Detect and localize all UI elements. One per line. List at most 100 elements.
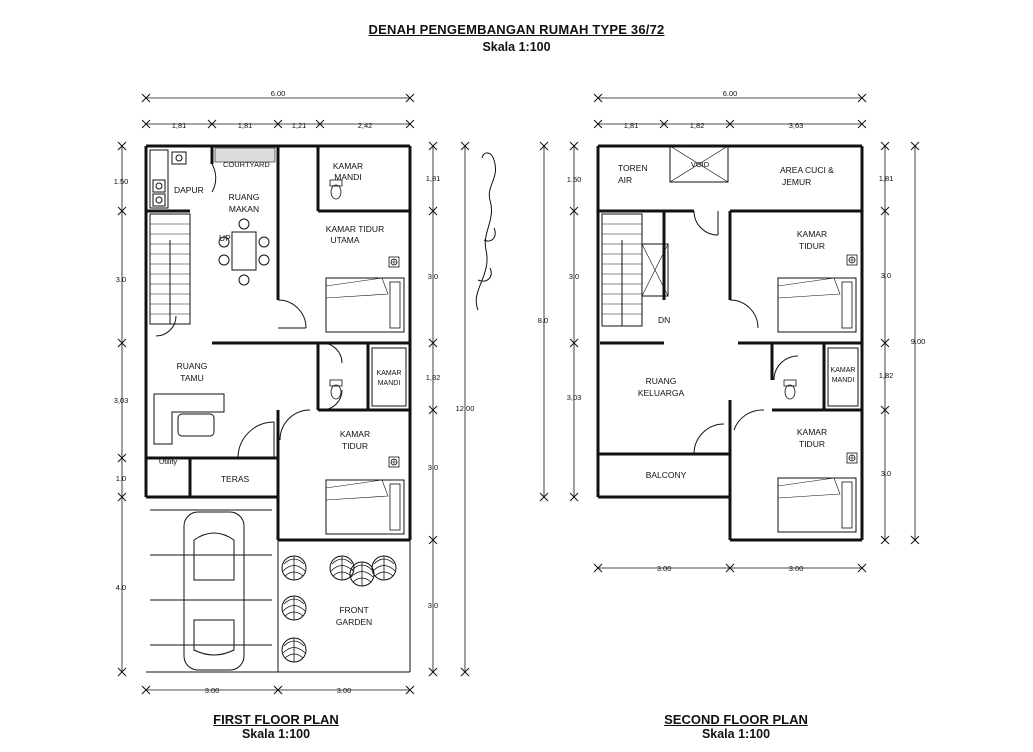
ff-dim-top-1: 1,81 xyxy=(238,121,253,130)
ff-dim-top-2: 1,21 xyxy=(292,121,307,130)
ff-label-kamar-tidur-1: KAMAR xyxy=(340,429,370,439)
ff-dim-left-0: 1.50 xyxy=(114,177,129,186)
ff-label-ruang-tamu-1: RUANG xyxy=(177,361,208,371)
sf-label-dn: DN xyxy=(658,315,670,325)
sf-left-dimensions: 8.0 1.50 3.0 3,03 xyxy=(538,141,582,502)
ff-dim-bottom-0: 3.00 xyxy=(205,686,220,695)
sf-dim-top-1: 1,82 xyxy=(690,121,705,130)
ff-label-kamar-mandi-1-1: KAMAR xyxy=(333,161,363,171)
sf-dim-bottom-0: 3.00 xyxy=(657,564,672,573)
ff-label-up: UP xyxy=(219,233,231,243)
ff-dim-top-3: 2,42 xyxy=(358,121,373,130)
ff-right-dimensions: 1,81 3.0 1,82 3.0 3.0 12.00 xyxy=(426,141,475,677)
sf-dim-right-1: 3.0 xyxy=(881,271,891,280)
ff-dim-right-3: 3.0 xyxy=(428,463,438,472)
ff-label-kamar-tidur-utama-2: UTAMA xyxy=(330,235,359,245)
sf-dim-right-2: 1,82 xyxy=(879,371,894,380)
sf-dim-left-1: 3.0 xyxy=(569,272,579,281)
ff-label-kamar-tidur-utama-1: KAMAR TIDUR xyxy=(326,224,384,234)
sf-label-balcony: BALCONY xyxy=(646,470,687,480)
ff-label-kamar-mandi-2-1: KAMAR xyxy=(377,370,402,377)
ff-left-dimensions: 1.50 3.0 3,03 1.0 4.0 xyxy=(114,141,129,677)
sf-label-kamar-tidur-a-1: KAMAR xyxy=(797,229,827,239)
ff-dim-top-0: 1,81 xyxy=(172,121,187,130)
first-floor-caption: FIRST FLOOR PLAN Skala 1:100 xyxy=(196,712,356,741)
sf-dim-right-3: 3.0 xyxy=(881,469,891,478)
sf-label-kamar-tidur-a-2: TIDUR xyxy=(799,241,825,251)
sf-room-labels: TOREN AIR VOID AREA CUCI & JEMUR KAMAR T… xyxy=(618,160,855,480)
sf-bottom-dimensions: 3.00 3.00 xyxy=(593,563,867,573)
drawing-title: DENAH PENGEMBANGAN RUMAH TYPE 36/72 xyxy=(368,22,665,37)
first-floor-caption-title: FIRST FLOOR PLAN xyxy=(213,712,339,727)
ff-label-kamar-tidur-2: TIDUR xyxy=(342,441,368,451)
first-floor-caption-scale: Skala 1:100 xyxy=(241,727,311,741)
ff-bottom-dimensions: 3.00 3.00 xyxy=(141,685,415,695)
sf-label-area-cuci-2: JEMUR xyxy=(782,177,811,187)
sf-dim-right-0: 1,81 xyxy=(879,174,894,183)
sf-dim-left-0: 1.50 xyxy=(567,175,582,184)
ff-label-ruang-makan-2: MAKAN xyxy=(229,204,259,214)
ff-dim-left-3: 1.0 xyxy=(116,474,126,483)
drawing-scale: Skala 1:100 xyxy=(482,40,551,54)
sf-dim-right-total: 9.00 xyxy=(911,337,926,346)
ff-dim-right-2: 1,82 xyxy=(426,373,441,382)
sf-dim-left-2: 3,03 xyxy=(567,393,582,402)
ff-walls xyxy=(144,144,412,673)
ff-dim-top-total: 6.00 xyxy=(271,89,286,98)
ff-label-kamar-mandi-1-2: MANDI xyxy=(334,172,361,182)
ff-dining-table xyxy=(218,218,270,286)
car-icon xyxy=(150,509,272,671)
ff-dim-left-1: 3.0 xyxy=(116,275,126,284)
ff-doors xyxy=(155,163,343,459)
ff-kitchen-fixtures xyxy=(149,149,187,209)
sf-label-toren-1: TOREN xyxy=(618,163,648,173)
ff-dim-right-1: 3.0 xyxy=(428,272,438,281)
sf-dim-top-total: 6.00 xyxy=(723,89,738,98)
second-floor-caption-scale: Skala 1:100 xyxy=(701,727,771,741)
ff-label-ruang-tamu-2: TAMU xyxy=(180,373,203,383)
ff-stairs xyxy=(149,213,191,325)
ff-label-courtyard: COURTYARD xyxy=(223,160,270,169)
ff-dim-bottom-1: 3.00 xyxy=(337,686,352,695)
ff-label-ruang-makan-1: RUANG xyxy=(229,192,260,202)
ff-dim-left-2: 3,03 xyxy=(114,396,129,405)
first-floor-plan: 6.00 1,81 1,81 1,21 2,42 1.50 3.0 3,03 1… xyxy=(114,89,475,695)
sf-label-kamar-tidur-b-1: KAMAR xyxy=(797,427,827,437)
sf-dim-top-0: 1,81 xyxy=(624,121,639,130)
sf-dim-top-2: 3,63 xyxy=(789,121,804,130)
sf-label-ruang-keluarga-1: RUANG xyxy=(646,376,677,386)
ff-living-sofa xyxy=(153,393,225,445)
sf-walls xyxy=(596,144,864,542)
sf-doors xyxy=(693,210,799,455)
second-floor-plan: 6.00 1,81 1,82 3,63 8.0 1.50 3.0 3,03 1,… xyxy=(538,89,926,573)
ff-label-kamar-mandi-2-2: MANDI xyxy=(378,380,401,387)
sf-top-dimensions: 6.00 1,81 1,82 3,63 xyxy=(593,89,867,130)
sf-right-dimensions: 1,81 3.0 1,82 3.0 9.00 xyxy=(879,141,926,545)
sf-label-kamar-tidur-b-2: TIDUR xyxy=(799,439,825,449)
sf-label-toren-2: AIR xyxy=(618,175,632,185)
ff-dim-right-0: 1,81 xyxy=(426,174,441,183)
sf-dim-bottom-1: 3.00 xyxy=(789,564,804,573)
ff-label-teras: TERAS xyxy=(221,474,250,484)
sf-dim-left-outer: 8.0 xyxy=(538,316,548,325)
sf-label-area-cuci-1: AREA CUCI & xyxy=(780,165,834,175)
ff-dim-right-total: 12.00 xyxy=(456,404,475,413)
ff-label-dapur: DAPUR xyxy=(174,185,204,195)
sf-stairs xyxy=(601,213,669,327)
second-floor-caption-title: SECOND FLOOR PLAN xyxy=(664,712,808,727)
ff-room-labels: DAPUR COURTYARD RUANG MAKAN KAMAR MANDI … xyxy=(159,160,402,627)
sf-bedroom-furniture xyxy=(777,254,859,533)
ff-bedroom-furniture xyxy=(325,179,407,535)
ff-label-utility: Utility xyxy=(159,457,178,466)
ff-dim-left-4: 4.0 xyxy=(116,583,126,592)
sf-label-void: VOID xyxy=(691,160,710,169)
ff-label-front-garden-2: GARDEN xyxy=(336,617,372,627)
ff-label-front-garden-1: FRONT xyxy=(339,605,368,615)
second-floor-caption: SECOND FLOOR PLAN Skala 1:100 xyxy=(646,712,826,741)
ff-dim-right-4: 3.0 xyxy=(428,601,438,610)
sf-label-ruang-keluarga-2: KELUARGA xyxy=(638,388,685,398)
ff-top-dimensions: 6.00 1,81 1,81 1,21 2,42 xyxy=(141,89,415,130)
sf-label-kamar-mandi-2: MANDI xyxy=(832,377,855,384)
sf-label-kamar-mandi-1: KAMAR xyxy=(831,367,856,374)
